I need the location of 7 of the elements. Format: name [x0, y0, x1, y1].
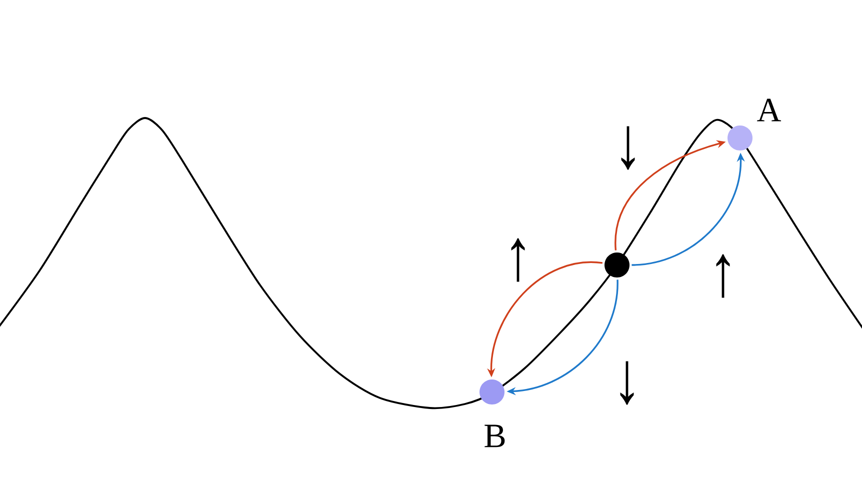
edge-label: ↑	[716, 254, 730, 298]
state-dot	[604, 252, 630, 278]
edge-label: ↑	[511, 238, 525, 282]
edge-label: ↓	[620, 361, 634, 405]
point-label: A	[757, 98, 782, 122]
point-label: B	[484, 424, 505, 448]
edge-label: ↓	[621, 126, 635, 170]
